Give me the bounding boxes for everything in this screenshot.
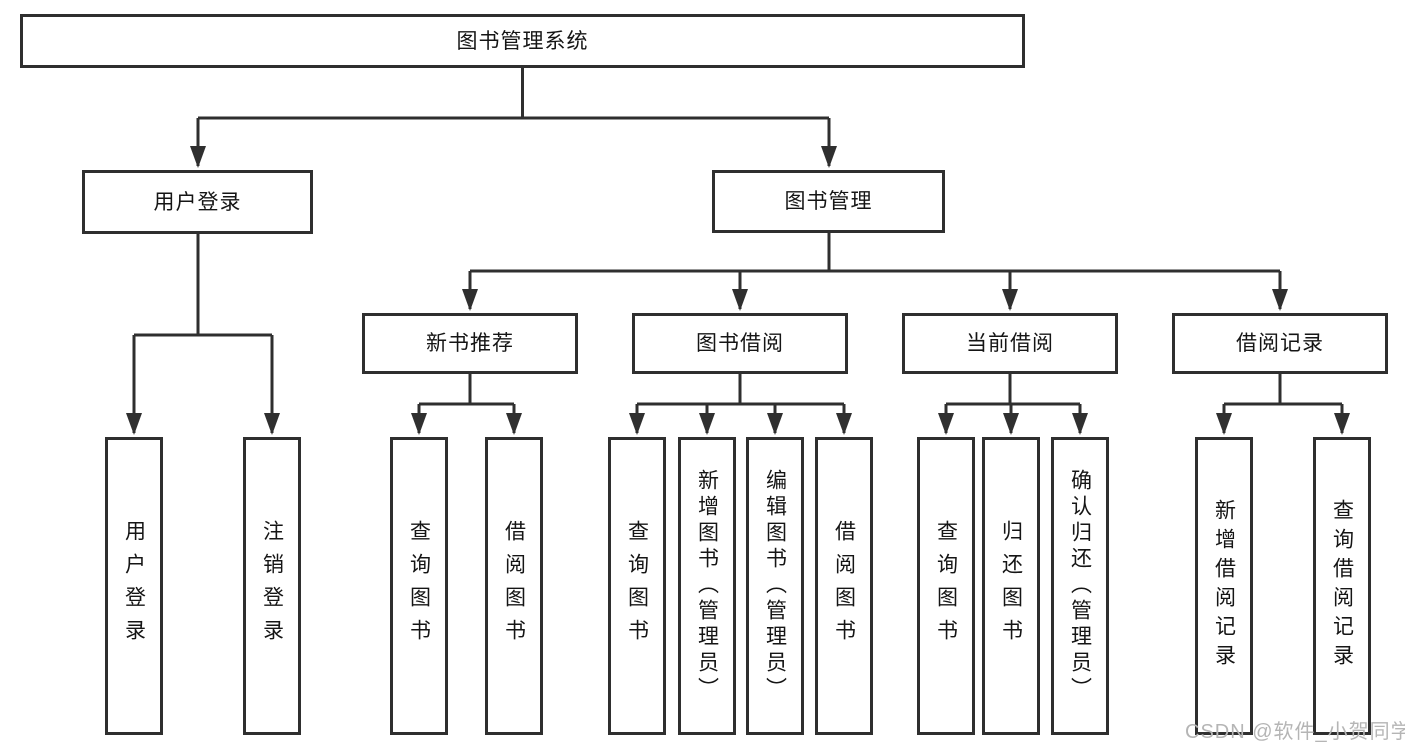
- node-leaf-query-book-3: 查询图书: [917, 437, 975, 735]
- node-current-borrow-label: 当前借阅: [966, 332, 1054, 355]
- node-new-book-recommend: 新书推荐: [362, 313, 578, 374]
- node-user-login: 用户登录: [82, 170, 313, 234]
- node-leaf-add-book-admin: 新增图书（管理员）: [678, 437, 736, 735]
- node-leaf-query-book-3-label: 查询图书: [934, 520, 958, 652]
- node-leaf-user-login: 用户登录: [105, 437, 163, 735]
- connector-book-borrow-branch: [629, 374, 852, 435]
- node-book-management-label: 图书管理: [784, 190, 873, 213]
- node-leaf-logout-label: 注销登录: [260, 520, 284, 652]
- node-leaf-borrow-book-2: 借阅图书: [815, 437, 873, 735]
- node-leaf-add-book-admin-label: 新增图书（管理员）: [695, 469, 719, 703]
- connector-book-mgmt-branch: [462, 233, 1288, 311]
- node-user-login-label: 用户登录: [153, 190, 242, 214]
- connector-borrow-record-branch: [1216, 374, 1350, 435]
- node-leaf-add-borrow-record: 新增借阅记录: [1195, 437, 1253, 735]
- connector-user-login-branch: [126, 234, 280, 435]
- node-book-borrow-label: 图书借阅: [696, 332, 784, 355]
- node-root-library-system: 图书管理系统: [20, 14, 1025, 68]
- node-leaf-borrow-book-1-label: 借阅图书: [502, 520, 526, 652]
- node-leaf-logout: 注销登录: [243, 437, 301, 735]
- connector-root-to-level2: [190, 68, 837, 168]
- node-leaf-query-borrow-record-label: 查询借阅记录: [1330, 499, 1354, 673]
- node-leaf-add-borrow-record-label: 新增借阅记录: [1212, 499, 1236, 673]
- node-book-management: 图书管理: [712, 170, 945, 233]
- node-leaf-return-book: 归还图书: [982, 437, 1040, 735]
- connector-new-book-branch: [411, 374, 522, 435]
- node-leaf-borrow-book-1: 借阅图书: [485, 437, 543, 735]
- node-leaf-return-book-label: 归还图书: [999, 520, 1023, 652]
- node-leaf-query-book-1-label: 查询图书: [407, 520, 431, 652]
- node-new-book-recommend-label: 新书推荐: [426, 332, 514, 355]
- node-borrow-record-label: 借阅记录: [1236, 332, 1324, 355]
- node-book-borrow: 图书借阅: [632, 313, 848, 374]
- node-leaf-edit-book-admin: 编辑图书（管理员）: [746, 437, 804, 735]
- csdn-watermark: CSDN @软件_小贺同学: [1185, 721, 1405, 743]
- node-current-borrow: 当前借阅: [902, 313, 1118, 374]
- node-leaf-user-login-label: 用户登录: [122, 520, 146, 652]
- node-leaf-borrow-book-2-label: 借阅图书: [832, 520, 856, 652]
- node-leaf-edit-book-admin-label: 编辑图书（管理员）: [763, 469, 787, 703]
- node-leaf-query-borrow-record: 查询借阅记录: [1313, 437, 1371, 735]
- connector-current-borrow-branch: [938, 374, 1088, 435]
- node-leaf-query-book-2: 查询图书: [608, 437, 666, 735]
- node-leaf-confirm-return-admin: 确认归还（管理员）: [1051, 437, 1109, 735]
- node-leaf-query-book-2-label: 查询图书: [625, 520, 649, 652]
- node-borrow-record: 借阅记录: [1172, 313, 1388, 374]
- node-leaf-query-book-1: 查询图书: [390, 437, 448, 735]
- node-leaf-confirm-return-admin-label: 确认归还（管理员）: [1068, 469, 1092, 703]
- node-root-label: 图书管理系统: [456, 29, 589, 53]
